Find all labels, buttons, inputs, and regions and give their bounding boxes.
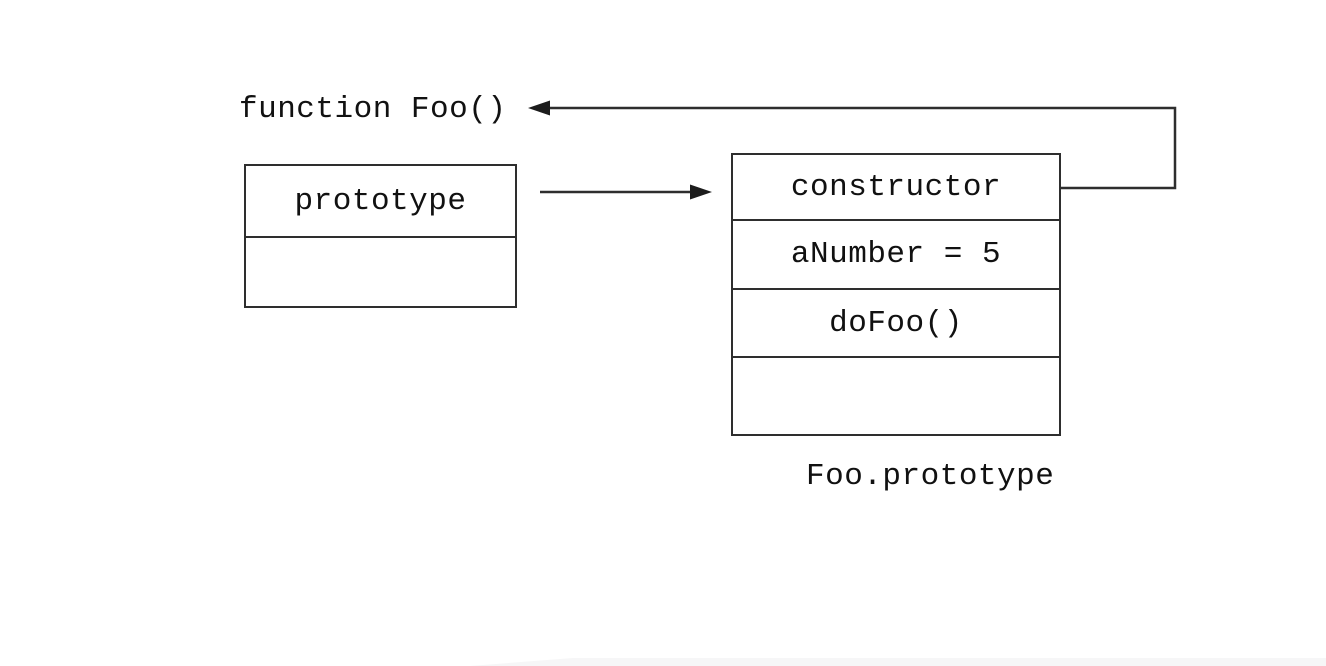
proto-box-row-dofoo: doFoo() (733, 290, 1059, 358)
proto-box-row-constructor: constructor (733, 155, 1059, 221)
proto-box-row-empty (733, 358, 1059, 434)
arrow-prototype-to-foo-prototype (540, 184, 712, 200)
background-artifact (470, 658, 1326, 666)
foo-box-row-empty (246, 238, 515, 306)
foo-box-row-prototype: prototype (246, 166, 515, 238)
function-foo-label: function Foo() (239, 92, 507, 127)
foo-prototype-box: constructor aNumber = 5 doFoo() (731, 153, 1061, 436)
foo-function-box: prototype (244, 164, 517, 308)
foo-prototype-caption: Foo.prototype (806, 459, 1055, 494)
proto-box-row-anumber: aNumber = 5 (733, 221, 1059, 290)
